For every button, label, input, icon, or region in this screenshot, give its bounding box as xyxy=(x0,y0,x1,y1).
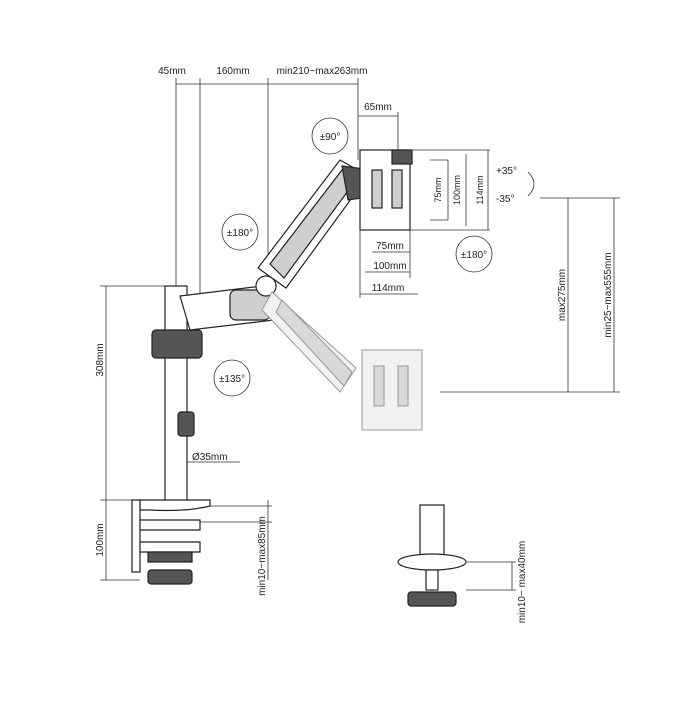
vesa-100-h-label: 100mm xyxy=(452,175,462,205)
base-swivel-label: ±135° xyxy=(219,374,245,385)
collar xyxy=(151,329,203,359)
tilt-label: +35° xyxy=(496,166,517,177)
rotation-badge-plate: ±180° xyxy=(455,235,493,273)
clamp-screw xyxy=(147,551,193,563)
tilt-neg-label: -35° xyxy=(496,194,514,205)
grommet-knob xyxy=(407,591,457,607)
pole-diameter-label: Ø35mm xyxy=(192,452,228,463)
tilt-arc xyxy=(527,171,535,197)
clamp-back xyxy=(131,499,141,573)
range-height-label: min25~max555mm xyxy=(603,252,614,337)
top-dimension-lines xyxy=(175,78,399,300)
gas-arm-down xyxy=(261,291,357,393)
rotation-badge-base: ±135° xyxy=(213,359,251,397)
vesa-114-h-label: 114mm xyxy=(475,175,485,204)
vesa-75-w-label: 75mm xyxy=(376,241,404,252)
gas-arm-up xyxy=(257,159,377,289)
vesa-plate-down xyxy=(361,349,423,431)
pole-assembly xyxy=(131,285,211,585)
grommet-inset xyxy=(397,504,516,607)
arm2-length-label: min210~max263mm xyxy=(277,66,368,77)
clamp-height-label: 100mm xyxy=(95,523,106,556)
vesa-114-w-label: 114mm xyxy=(372,283,405,294)
vesa-100-w-label: 100mm xyxy=(373,261,406,272)
max-height-label: max275mm xyxy=(557,269,568,321)
arm1-length-label: 160mm xyxy=(216,66,249,77)
rotation-badge-arm: ±180° xyxy=(221,213,259,251)
clamp-base xyxy=(139,499,211,512)
vesa-75-h-label: 75mm xyxy=(433,177,443,202)
cable-clip xyxy=(177,411,195,437)
pole-offset-label: 45mm xyxy=(158,66,186,77)
clamp-range-label: min10~max85mm xyxy=(257,516,268,596)
rotation-badge-top: ±90° xyxy=(311,117,349,155)
clamp-knob xyxy=(147,569,193,585)
arm-joint-label: ±180° xyxy=(227,228,253,239)
grommet-range-label: min10~ max40mm xyxy=(517,541,528,624)
first-arm xyxy=(179,275,277,331)
vesa-plate-up xyxy=(359,149,490,298)
swivel-top-label: ±90° xyxy=(320,132,341,143)
pole-height-label: 308mm xyxy=(95,343,106,376)
pole xyxy=(164,285,188,502)
left-dimension-lines xyxy=(100,285,272,581)
plate-rotate-label: ±180° xyxy=(461,250,487,261)
right-dimension-lines xyxy=(440,197,620,393)
plate-depth-label: 65mm xyxy=(364,102,392,113)
